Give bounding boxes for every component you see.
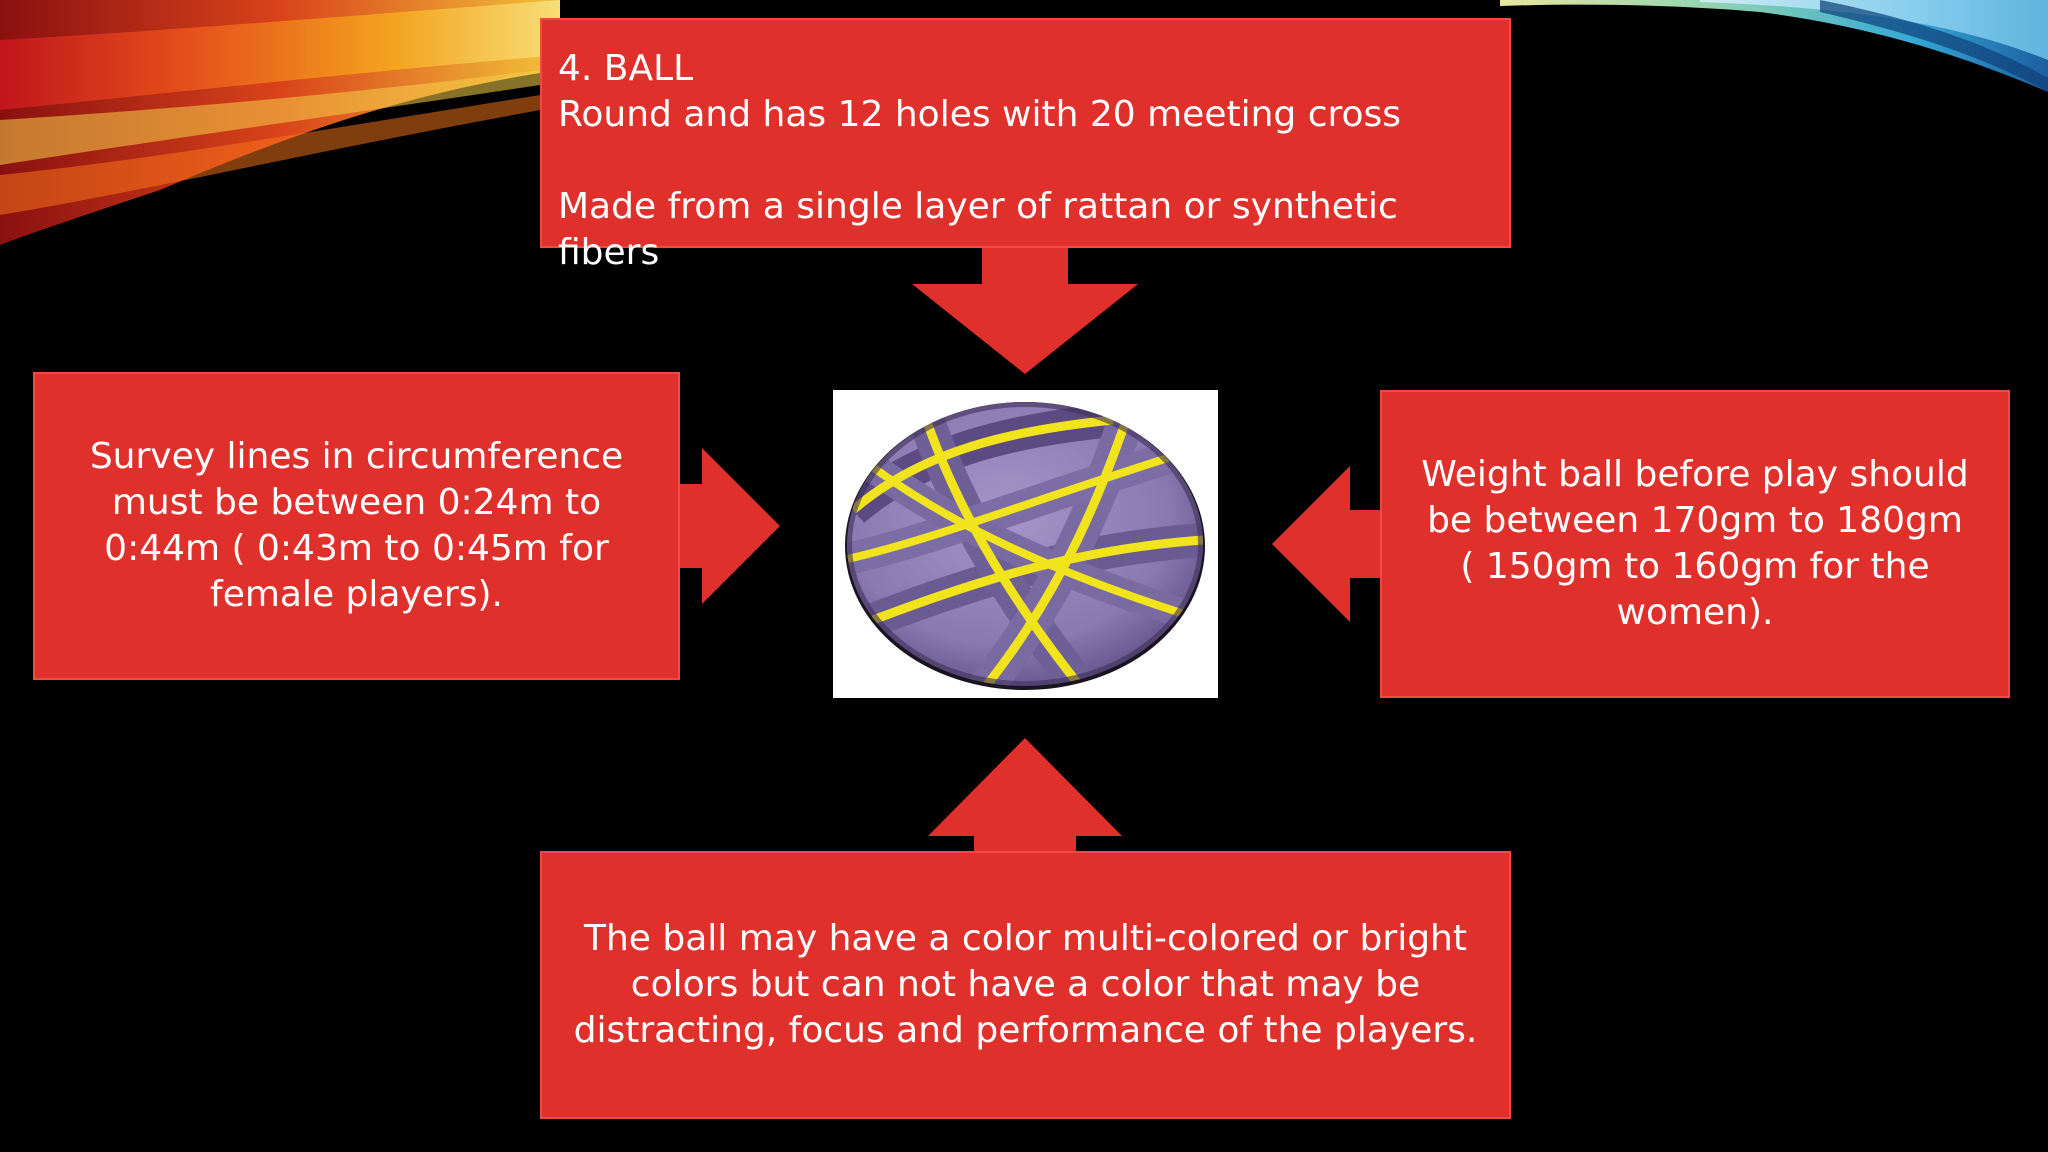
circumference-text: Survey lines in circumference must be be… [89,436,624,615]
ball-heading: 4. BALL [558,48,694,89]
left-info-box: Survey lines in circumference must be be… [33,372,680,680]
arrow-down-icon [912,248,1138,374]
ball-holes-text: Round and has 12 holes with 20 meeting c… [558,94,1402,135]
ball-material-text: Made from a single layer of rattan or sy… [558,186,1398,273]
arrow-up-icon [928,738,1122,852]
sepak-takraw-ball-icon [845,402,1205,690]
right-info-box: Weight ball before play should be betwee… [1380,390,2010,698]
color-rule-text: The ball may have a color multi-colored … [573,918,1478,1051]
arrow-left-icon [1272,466,1380,622]
bottom-info-box: The ball may have a color multi-colored … [540,851,1511,1119]
weight-women-text: ( 150gm to 160gm for the women). [1460,546,1930,633]
sepak-takraw-ball-image [833,390,1218,698]
top-info-box: 4. BALL Round and has 12 holes with 20 m… [540,18,1511,273]
arrow-right-icon [680,448,780,604]
weight-text: Weight ball before play should be betwee… [1421,454,1969,541]
